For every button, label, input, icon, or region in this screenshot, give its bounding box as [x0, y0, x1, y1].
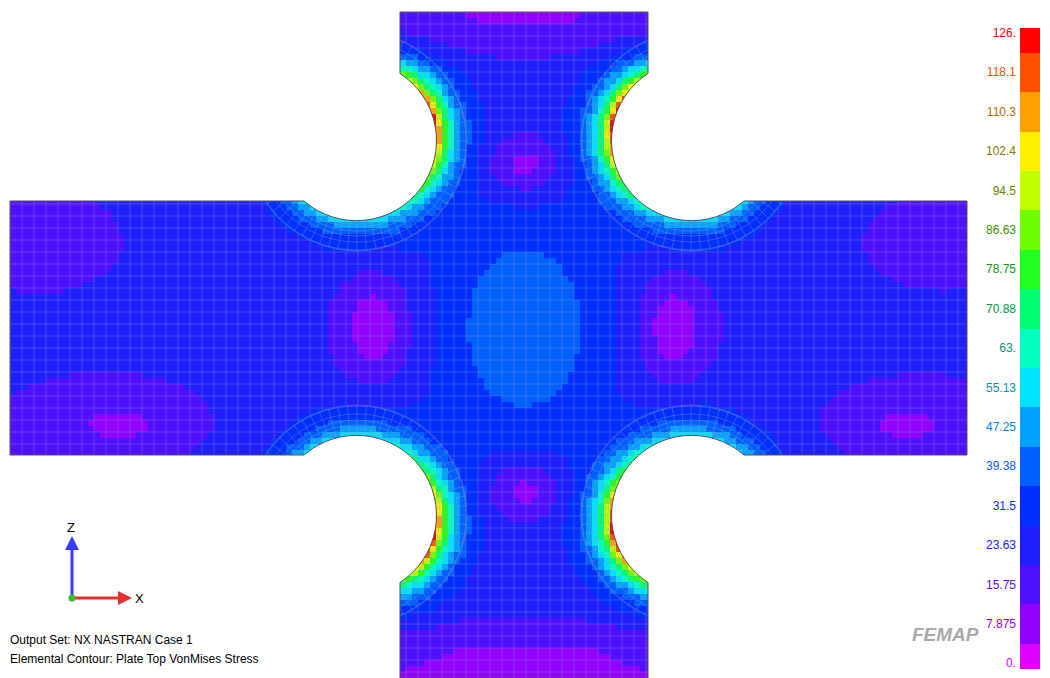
stage: 126.118.1110.3102.494.586.6378.7570.8863…	[0, 0, 1050, 678]
